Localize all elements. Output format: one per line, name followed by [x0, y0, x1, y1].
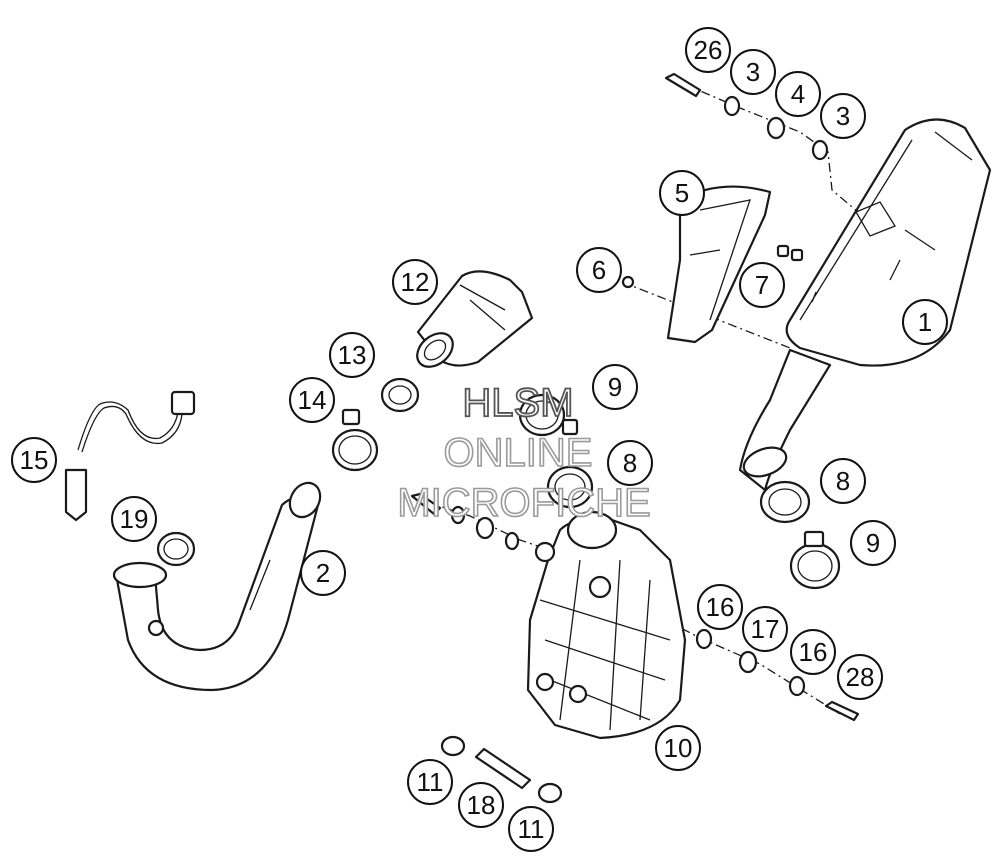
callout-9-right: 9: [850, 520, 896, 566]
svg-text:6: 6: [592, 255, 606, 285]
callout-14: 14: [289, 377, 335, 423]
washer-3-top: [723, 95, 741, 117]
grommet-11-b: [537, 782, 563, 804]
washer-3-lower: [811, 139, 829, 161]
clamp-9-upper: [518, 393, 579, 437]
callouts: 26 3 4 3 5 6 7 1 12 13 14 9 15 8 8 9 19 …: [11, 27, 948, 852]
callout-5: 5: [659, 170, 705, 216]
svg-text:8: 8: [836, 466, 850, 496]
clamp-14: [331, 408, 379, 472]
svg-text:14: 14: [298, 385, 327, 415]
bushing-4: [766, 116, 786, 140]
header-pipe: [112, 481, 322, 692]
callout-11-b: 11: [508, 806, 554, 852]
callout-15: 15: [11, 437, 57, 483]
svg-text:15: 15: [20, 445, 49, 475]
pre-silencer: [526, 510, 687, 740]
callout-10: 10: [655, 725, 701, 771]
svg-text:12: 12: [401, 267, 430, 297]
callout-16-b: 16: [790, 629, 836, 675]
callout-3-top: 3: [730, 49, 776, 95]
svg-text:3: 3: [746, 57, 760, 87]
callout-26: 26: [685, 27, 731, 73]
callout-1: 1: [902, 299, 948, 345]
svg-text:16: 16: [799, 637, 828, 667]
svg-text:28: 28: [846, 662, 875, 692]
callout-13: 13: [329, 332, 375, 378]
callout-19: 19: [111, 496, 157, 542]
svg-text:9: 9: [866, 528, 880, 558]
washer-16-b: [788, 675, 806, 697]
callout-4: 4: [775, 71, 821, 117]
muffler: [738, 118, 992, 492]
watermark-line3: MICROFICHE: [397, 481, 650, 525]
callout-12: 12: [392, 259, 438, 305]
svg-text:26: 26: [694, 35, 723, 65]
gasket-13: [380, 377, 420, 413]
spacer-18: [474, 747, 532, 790]
washers-left: [410, 492, 520, 551]
callout-8-right: 8: [820, 458, 866, 504]
callout-2: 2: [300, 550, 346, 596]
gasket-8-right: [759, 480, 811, 524]
bolt-28: [824, 700, 860, 722]
gasket-19: [156, 531, 196, 567]
callout-16-a: 16: [697, 584, 743, 630]
svg-text:1: 1: [918, 307, 932, 337]
callout-3-lower: 3: [820, 93, 866, 139]
catalytic-converter: [416, 270, 534, 368]
gasket-8-upper: [546, 465, 594, 509]
watermark-line1: HLSM: [462, 381, 573, 425]
grommet-11-a: [440, 735, 466, 757]
callout-7: 7: [739, 262, 785, 308]
svg-text:9: 9: [608, 372, 622, 402]
svg-text:16: 16: [706, 592, 735, 622]
clamp-9-right: [789, 530, 841, 590]
washer-16-a: [695, 628, 713, 650]
callout-28: 28: [837, 654, 883, 700]
bushing-17: [738, 650, 758, 674]
callout-9-upper: 9: [592, 364, 638, 410]
svg-text:10: 10: [664, 733, 693, 763]
svg-text:4: 4: [791, 79, 805, 109]
callout-11-a: 11: [407, 759, 453, 805]
svg-text:11: 11: [518, 814, 545, 844]
lambda-sensor: [64, 390, 196, 522]
svg-text:19: 19: [120, 504, 149, 534]
svg-text:5: 5: [675, 178, 689, 208]
callout-6: 6: [576, 247, 622, 293]
svg-text:13: 13: [338, 340, 367, 370]
callout-8-upper: 8: [607, 440, 653, 486]
svg-text:7: 7: [755, 270, 769, 300]
callout-17: 17: [742, 606, 788, 652]
callout-18: 18: [458, 782, 504, 828]
screw-6: [621, 275, 635, 289]
svg-text:2: 2: [316, 558, 330, 588]
watermark-line2: ONLINE: [444, 431, 593, 475]
svg-text:3: 3: [836, 101, 850, 131]
watermark: HLSM ONLINE MICROFICHE: [397, 380, 652, 526]
bolt-26: [664, 72, 702, 98]
svg-text:18: 18: [467, 790, 496, 820]
svg-text:11: 11: [417, 767, 444, 797]
svg-text:17: 17: [751, 614, 780, 644]
clips-7: [776, 244, 804, 262]
svg-text:8: 8: [623, 448, 637, 478]
